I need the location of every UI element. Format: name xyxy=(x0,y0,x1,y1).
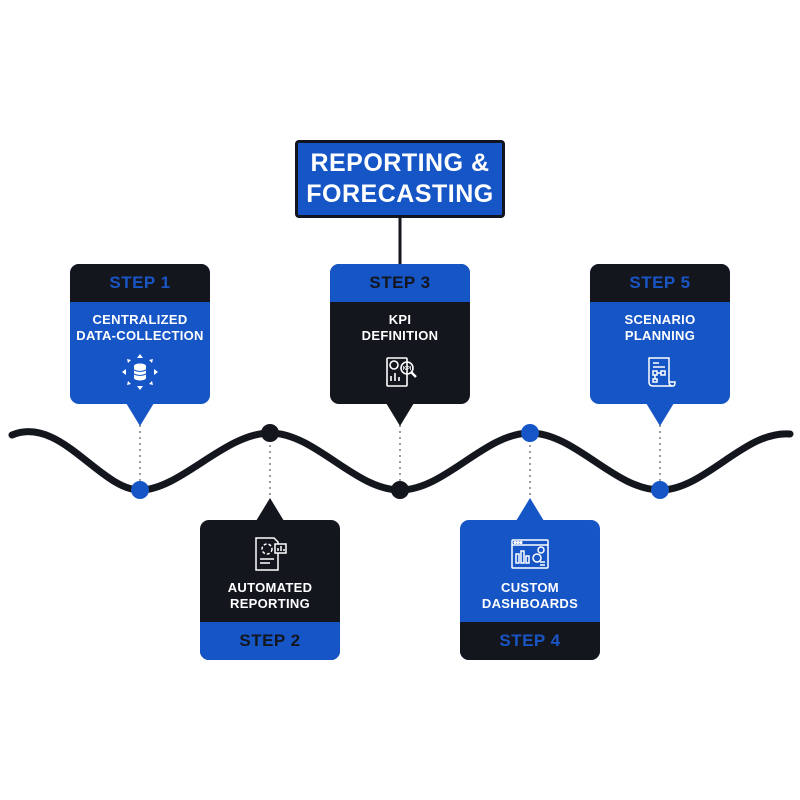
database-arrows-icon xyxy=(122,354,158,390)
step-desc-line2: REPORTING xyxy=(230,596,310,611)
pointer-step4 xyxy=(516,498,544,521)
step-desc-line1: AUTOMATED xyxy=(227,580,313,595)
step-card-4: CUSTOM DASHBOARDS STEP 4 xyxy=(460,520,600,660)
step-description: CUSTOM DASHBOARDS xyxy=(460,580,600,612)
step-card-3: STEP 3 KPI DEFINITION KPI xyxy=(330,264,470,404)
svg-text:KPI: KPI xyxy=(403,366,412,372)
dotted-connectors xyxy=(139,425,661,500)
pointer-step5 xyxy=(646,403,674,426)
diagram-title: REPORTING & FORECASTING xyxy=(295,140,505,218)
node-step2 xyxy=(261,424,279,442)
pointer-step1 xyxy=(126,403,154,426)
pointer-step3 xyxy=(386,403,414,426)
node-step5 xyxy=(651,481,669,499)
report-document-icon xyxy=(255,537,287,571)
step-label: STEP 2 xyxy=(200,622,340,660)
step-desc-line2: DEFINITION xyxy=(361,328,439,343)
step-desc-line2: PLANNING xyxy=(624,328,696,343)
pointer-step2 xyxy=(256,498,284,521)
step-card-1: STEP 1 CENTRALIZED DATA-COLLECTION xyxy=(70,264,210,404)
step-label: STEP 5 xyxy=(590,264,730,302)
title-line1: REPORTING & xyxy=(310,149,490,177)
step-desc-line1: KPI xyxy=(388,312,412,327)
step-description: AUTOMATED REPORTING xyxy=(200,580,340,612)
dashboard-icon xyxy=(511,539,549,569)
step-label: STEP 1 xyxy=(70,264,210,302)
step-desc-line1: CENTRALIZED xyxy=(92,312,188,327)
step-desc-line1: SCENARIO xyxy=(624,312,696,327)
planning-scroll-icon xyxy=(648,357,676,387)
title-line2: FORECASTING xyxy=(306,180,494,208)
kpi-analysis-icon: KPI xyxy=(386,357,417,387)
node-step3 xyxy=(391,481,409,499)
step-desc-line1: CUSTOM xyxy=(501,580,559,595)
step-description: SCENARIO PLANNING xyxy=(590,312,730,344)
node-step1 xyxy=(131,481,149,499)
step-description: CENTRALIZED DATA-COLLECTION xyxy=(70,312,210,344)
node-step4 xyxy=(521,424,539,442)
step-description: KPI DEFINITION xyxy=(330,312,470,344)
step-desc-line2: DASHBOARDS xyxy=(481,596,579,611)
step-desc-line2: DATA-COLLECTION xyxy=(76,328,204,343)
step-label: STEP 3 xyxy=(330,264,470,302)
step-card-5: STEP 5 SCENARIO PLANNING xyxy=(590,264,730,404)
step-card-2: AUTOMATED REPORTING STEP 2 xyxy=(200,520,340,660)
step-label: STEP 4 xyxy=(460,622,600,660)
